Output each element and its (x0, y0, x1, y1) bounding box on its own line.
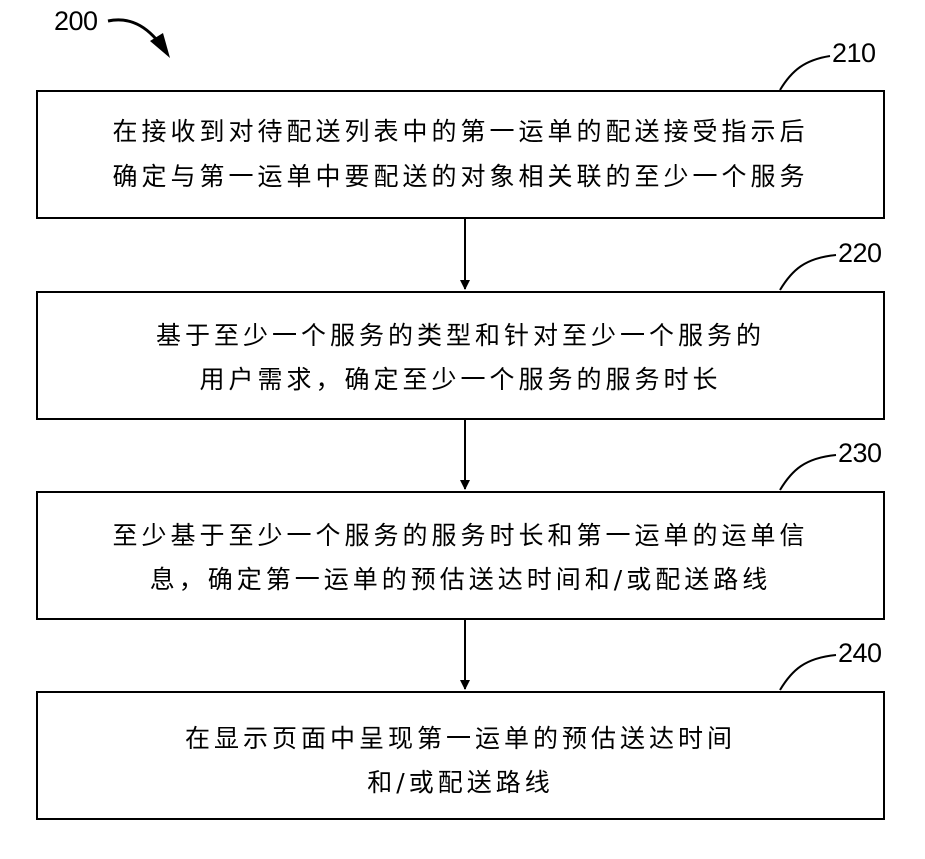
leader-curve-220 (780, 255, 836, 290)
step-220-line-2: 用户需求，确定至少一个服务的服务时长 (38, 367, 883, 392)
ref-label-220: 220 (838, 240, 882, 267)
step-210-line-1: 在接收到对待配送列表中的第一运单的配送接受指示后 (38, 119, 883, 144)
step-230-line-2: 息，确定第一运单的预估送达时间和/或配送路线 (38, 567, 883, 592)
figure-number: 200 (54, 8, 98, 35)
step-240-line-1: 在显示页面中呈现第一运单的预估送达时间 (38, 726, 883, 751)
step-220-line-1: 基于至少一个服务的类型和针对至少一个服务的 (38, 323, 883, 348)
step-box-220: 基于至少一个服务的类型和针对至少一个服务的 用户需求，确定至少一个服务的服务时长 (36, 291, 885, 420)
step-240-line-2: 和/或配送路线 (38, 770, 883, 795)
ref-label-210: 210 (832, 40, 876, 67)
leader-curve-240 (780, 655, 836, 690)
step-230-line-1: 至少基于至少一个服务的服务时长和第一运单的运单信 (38, 523, 883, 548)
ref-label-240: 240 (838, 640, 882, 667)
step-box-210: 在接收到对待配送列表中的第一运单的配送接受指示后 确定与第一运单中要配送的对象相… (36, 90, 885, 219)
leader-curve-210 (780, 56, 830, 90)
step-210-line-2: 确定与第一运单中要配送的对象相关联的至少一个服务 (38, 164, 883, 189)
ref-label-230: 230 (838, 440, 882, 467)
step-box-230: 至少基于至少一个服务的服务时长和第一运单的运单信 息，确定第一运单的预估送达时间… (36, 491, 885, 620)
leader-curve-230 (780, 455, 836, 490)
step-box-240: 在显示页面中呈现第一运单的预估送达时间 和/或配送路线 (36, 691, 885, 820)
